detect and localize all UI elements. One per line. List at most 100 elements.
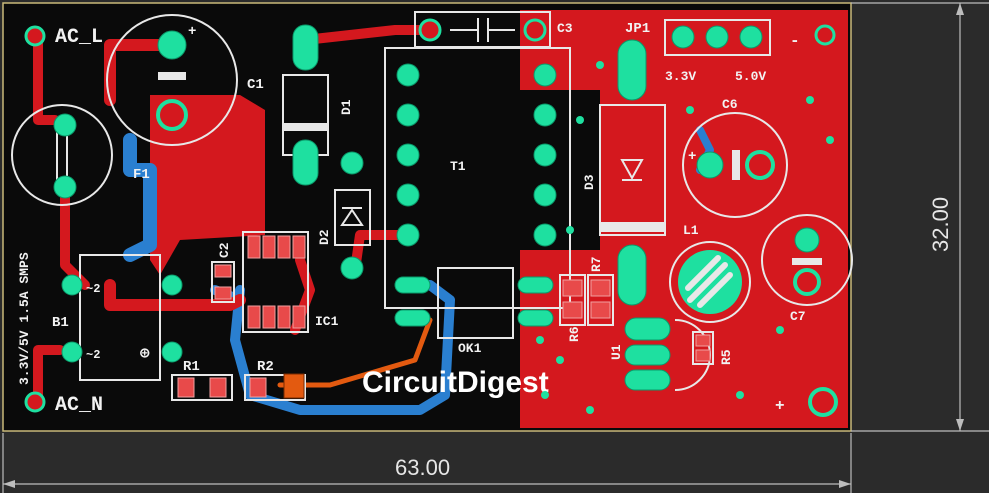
c2-pad-2[interactable] — [214, 286, 232, 300]
f1-pad-2[interactable] — [53, 175, 77, 199]
r6-body — [559, 274, 586, 326]
d3-outline — [599, 104, 666, 236]
ok1-label: OK1 — [458, 341, 482, 356]
c1-label: C1 — [247, 77, 264, 93]
b1-label: B1 — [52, 315, 69, 331]
r6-pad-2[interactable] — [562, 301, 583, 319]
ic1-label: IC1 — [315, 314, 339, 329]
jp1-label: JP1 — [625, 21, 650, 37]
r2-label: R2 — [257, 359, 274, 375]
board-title: 3.3V/5V 1.5A SMPS — [17, 252, 32, 385]
l1-label: L1 — [683, 223, 699, 238]
r1-pad-1[interactable] — [177, 377, 195, 398]
c7-pad-neg[interactable] — [793, 268, 821, 296]
c6-plus: + — [688, 149, 696, 165]
ok1-pad-4[interactable] — [517, 309, 554, 327]
vias — [536, 61, 834, 414]
l1-outline — [669, 241, 751, 323]
c3-label: C3 — [557, 21, 573, 36]
r5-pad-1[interactable] — [695, 334, 711, 347]
d2-pad-1[interactable] — [340, 151, 364, 175]
r7-pad-1[interactable] — [590, 279, 611, 297]
ok1-outline — [437, 267, 514, 339]
c1-pad-pos[interactable] — [157, 30, 187, 60]
dimension-width: 63.00 — [2, 433, 852, 493]
c6-pad-pos[interactable] — [696, 151, 724, 179]
b1-pin-label-top: ~2 — [86, 282, 100, 296]
ic1-outline — [242, 231, 309, 333]
ac-l-pad[interactable] — [24, 25, 46, 47]
c3-pad-1[interactable] — [418, 18, 442, 42]
output-neg-pad[interactable] — [814, 24, 836, 46]
r7-body — [587, 274, 614, 326]
jp1-minus: - — [790, 32, 800, 50]
jp1-pin-2[interactable] — [705, 25, 729, 49]
r6-label: R6 — [567, 326, 582, 342]
d3-symbol — [620, 159, 644, 181]
b1-pad-3[interactable] — [61, 341, 83, 363]
b1-pin-label-bottom: ~2 — [86, 348, 100, 362]
c1-outline — [106, 14, 238, 146]
b1-pad-2[interactable] — [161, 274, 183, 296]
width-dimension-label: 63.00 — [395, 455, 450, 480]
r2-pad-1[interactable] — [249, 377, 267, 398]
d2-pad-2[interactable] — [340, 256, 364, 280]
c3-pad-2[interactable] — [523, 18, 547, 42]
d3-pad-1[interactable] — [617, 39, 647, 101]
c2-label: C2 — [217, 242, 232, 258]
c2-body — [211, 261, 235, 303]
dimension-height: 32.00 — [851, 2, 989, 432]
c7-pad-pos[interactable] — [794, 227, 820, 253]
d2-label: D2 — [317, 229, 332, 245]
c1-plus: + — [188, 24, 196, 40]
ac-l-label: AC_L — [55, 26, 103, 49]
jp1-5v0-label: 5.0V — [735, 69, 766, 84]
c6-pad-neg[interactable] — [745, 150, 775, 180]
jp1-pin-3[interactable] — [739, 25, 763, 49]
r7-label: R7 — [589, 256, 604, 272]
f1-label: F1 — [133, 167, 150, 183]
d1-pad-1[interactable] — [292, 24, 319, 71]
c1-pad-neg[interactable] — [156, 99, 188, 131]
d2-outline — [334, 189, 371, 246]
r7-pad-2[interactable] — [590, 301, 611, 319]
ok1-pad-2[interactable] — [394, 309, 431, 327]
c2-pad-1[interactable] — [214, 264, 232, 278]
output-pos-pad[interactable] — [808, 387, 838, 417]
u1-label: U1 — [609, 344, 624, 360]
t1-pins — [396, 63, 557, 247]
r1-pad-2[interactable] — [209, 377, 227, 398]
jp1-pin-1[interactable] — [671, 25, 695, 49]
b1-outline — [79, 254, 161, 381]
c3-symbol — [450, 18, 515, 42]
b1-pad-4[interactable] — [161, 341, 183, 363]
r2-body — [244, 374, 306, 401]
d3-label: D3 — [582, 174, 597, 190]
height-dimension-label: 32.00 — [928, 197, 953, 252]
d3-band — [600, 222, 665, 232]
t1-label: T1 — [450, 159, 466, 174]
d3-pad-2[interactable] — [617, 244, 647, 306]
u1-pad-tab[interactable] — [624, 317, 671, 341]
b1-pad-1[interactable] — [61, 274, 83, 296]
f1-pad-1[interactable] — [53, 113, 77, 137]
output-plus: + — [775, 397, 785, 415]
jp1-3v3-label: 3.3V — [665, 69, 696, 84]
ok1-pad-3[interactable] — [517, 276, 554, 294]
d1-label: D1 — [339, 99, 354, 115]
copper-pour-right — [520, 10, 848, 428]
u1-pad-3[interactable] — [624, 369, 671, 391]
u1-pad-2[interactable] — [624, 344, 671, 366]
brand-logo: CircuitDigest — [362, 366, 549, 399]
ok1-pad-1[interactable] — [394, 276, 431, 294]
c6-marking — [732, 150, 740, 180]
ac-n-pad[interactable] — [24, 391, 46, 413]
c6-label: C6 — [722, 97, 738, 112]
ac-n-label: AC_N — [55, 394, 103, 417]
r6-pad-1[interactable] — [562, 279, 583, 297]
r5-pad-2[interactable] — [695, 349, 711, 362]
r2-pad-2[interactable] — [283, 373, 305, 399]
c7-outline — [761, 214, 853, 306]
c1-marking — [158, 72, 186, 80]
d1-pad-2[interactable] — [292, 139, 319, 186]
